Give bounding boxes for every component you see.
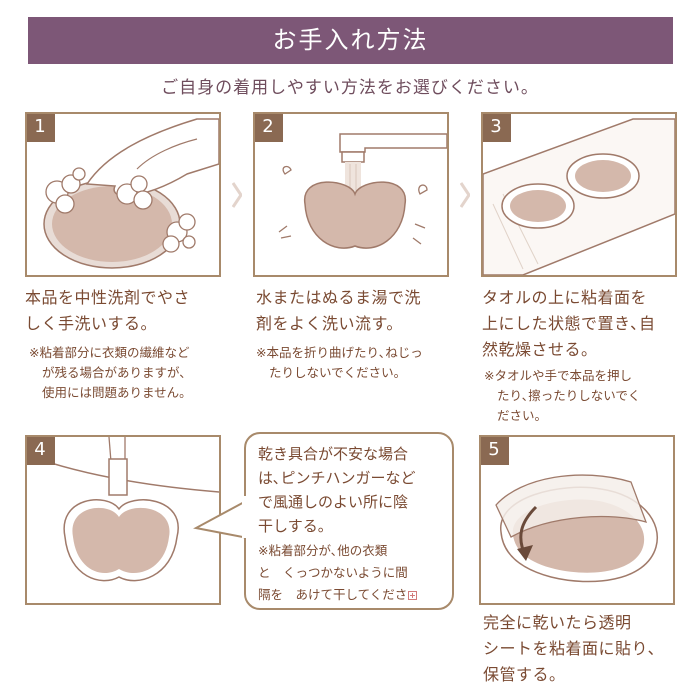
step-2-note: ※本品を折り曲げたり､ねじっ たりしないでください。	[256, 345, 423, 380]
step-3-note: ※タオルや手で本品を押し たり､擦ったりしないでく ださい。	[484, 368, 641, 423]
step-3-description: タオルの上に粘着面を 上にした状態で置き､自 然乾燥させる。	[482, 288, 656, 359]
step-1-description: 本品を中性洗剤でやさ しく手洗いする。	[25, 288, 191, 333]
bubble-main-text: 乾き具合が不安な場合 は､ピンチハンガーなど で風通しのよい所に陰 干しする。	[258, 445, 416, 535]
step-1-note: ※粘着部分に衣類の繊維など が残る場合がありますが、 使用には問題ありません。	[29, 345, 192, 400]
page-title: お手入れ方法	[272, 26, 429, 54]
step-3-number: 3	[483, 114, 511, 142]
drying-tip-bubble: 乾き具合が不安な場合 は､ピンチハンガーなど で風通しのよい所に陰 干しする。 …	[244, 432, 454, 610]
washing-hands-icon	[43, 118, 219, 269]
step-5-number: 5	[481, 437, 509, 465]
step-2-panel: 2	[253, 112, 449, 277]
chevron-right-icon	[460, 182, 470, 208]
step-4-panel: 4	[25, 435, 221, 605]
step-5-description: 完全に乾いたら透明 シートを粘着面に貼り､ 保管する。	[483, 613, 657, 684]
chevron-right-icon	[232, 182, 242, 208]
speech-bubble-tail	[193, 499, 248, 539]
pinch-hanger-icon	[27, 437, 219, 582]
expand-icon[interactable]	[408, 591, 418, 600]
title-bar: お手入れ方法	[28, 17, 673, 64]
page-subtitle: ご自身の着用しやすい方法をお選びください。	[161, 78, 539, 98]
step-2-description: 水またはぬるま湯で洗 剤をよく洗い流す。	[256, 288, 422, 333]
faucet-rinse-icon	[278, 133, 447, 249]
step-4-number: 4	[27, 437, 55, 465]
towel-dry-icon	[483, 118, 675, 275]
bubble-tail-cover	[242, 496, 248, 538]
step-3-panel: 3	[481, 112, 677, 277]
step-2-number: 2	[255, 114, 283, 142]
step-1-number: 1	[27, 114, 55, 142]
step-1-panel: 1	[25, 112, 221, 277]
step-5-panel: 5	[479, 435, 675, 605]
apply-sheet-icon	[495, 474, 658, 583]
bubble-note: ※粘着部分が､他の衣類 と くっつかないように間 隔を あけて干してくださ	[258, 540, 442, 606]
